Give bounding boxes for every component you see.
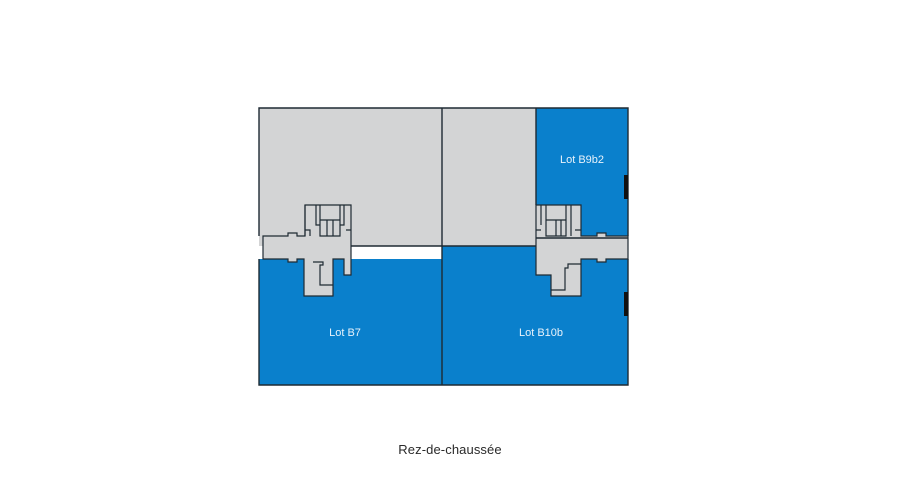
- lot-label-b7: Lot B7: [329, 327, 361, 339]
- door-mark-lower: [624, 292, 628, 316]
- lot-b10b[interactable]: Lot B10b: [442, 246, 628, 385]
- floor-caption: Rez-de-chaussée: [398, 442, 502, 457]
- facade-door-marks: [624, 175, 628, 316]
- lot-b7[interactable]: Lot B7: [259, 259, 442, 385]
- lot-label-b10b: Lot B10b: [519, 327, 563, 339]
- door-mark-upper: [624, 175, 628, 199]
- walls: [258, 107, 629, 386]
- unavailable-area-top-middle: [442, 108, 536, 246]
- core-left: [262, 204, 352, 297]
- core-right: [535, 204, 629, 297]
- lot-label-b9b2: Lot B9b2: [560, 154, 604, 166]
